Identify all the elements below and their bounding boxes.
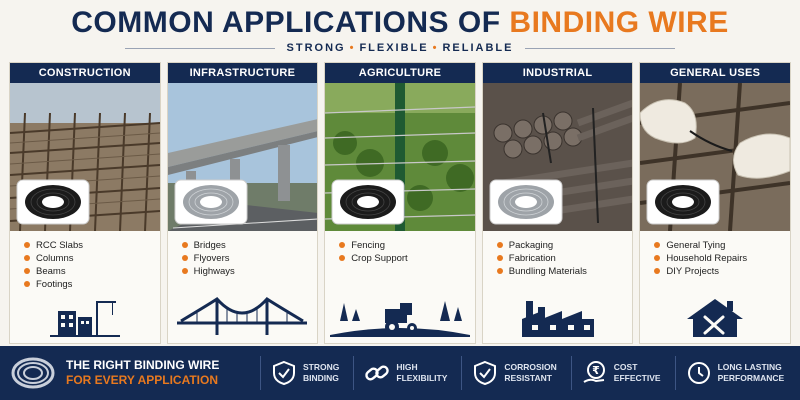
wire-coil-icon <box>331 179 405 225</box>
list-item: Columns <box>24 252 160 265</box>
list-item: Beams <box>24 265 160 278</box>
factory-icon <box>483 297 633 337</box>
footer-banner: THE RIGHT BINDING WIRE FOR EVERY APPLICA… <box>0 346 800 400</box>
card-title: INFRASTRUCTURE <box>167 63 318 83</box>
card-title: CONSTRUCTION <box>10 63 160 83</box>
tractor-farm-icon <box>325 297 475 337</box>
list-item: Footings <box>24 278 160 291</box>
wire-coil-icon <box>646 179 720 225</box>
dot-separator: • <box>349 42 356 54</box>
wire-coil-icon <box>174 179 248 225</box>
chain-link-icon <box>364 360 390 386</box>
industrial-photo <box>482 83 633 231</box>
list-item: Packaging <box>496 239 633 252</box>
tagline: STRONG•FLEXIBLE•RELIABLE <box>0 42 800 54</box>
feature-line2: FLEXIBILITY <box>396 373 448 383</box>
title-accent: BINDING WIRE <box>509 6 729 39</box>
feature-line2: RESISTANT <box>504 373 552 383</box>
feature-line1: COST <box>613 362 638 372</box>
shield-check-icon <box>472 360 498 386</box>
shield-check-icon <box>271 360 297 386</box>
tagline-word: FLEXIBLE <box>359 42 429 54</box>
card-industrial: INDUSTRIAL <box>481 62 634 344</box>
item-list: Bridges Flyovers Highways <box>168 231 318 278</box>
title-main: COMMON APPLICATIONS OF <box>71 6 510 39</box>
card-agriculture: AGRICULTURE <box>324 62 476 344</box>
list-item: Flyovers <box>181 252 318 265</box>
divider <box>124 47 275 49</box>
tagline-word: RELIABLE <box>442 42 514 54</box>
bridge-icon <box>168 297 318 337</box>
feature-line1: STRONG <box>303 362 340 372</box>
infrastructure-photo <box>167 83 318 231</box>
card-infrastructure: INFRASTRUCTURE <box>166 62 319 344</box>
agriculture-photo <box>325 83 475 231</box>
construction-photo <box>10 83 160 231</box>
dot-separator: • <box>432 42 439 54</box>
header: COMMON APPLICATIONS OF BINDING WIRE STRO… <box>0 0 800 62</box>
general-uses-photo <box>640 83 790 231</box>
footer-tagline-line2: FOR EVERY APPLICATION <box>66 373 219 387</box>
card-general-uses: GENERAL USES <box>639 62 791 344</box>
wire-coil-icon <box>10 350 56 396</box>
card-title: GENERAL USES <box>640 63 790 83</box>
item-list: General Tying Household Repairs DIY Proj… <box>640 231 790 278</box>
item-list: Fencing Crop Support <box>325 231 475 265</box>
list-item: Bundling Materials <box>496 265 633 278</box>
page-title: COMMON APPLICATIONS OF BINDING WIRE <box>0 6 800 40</box>
application-cards: CONSTRUCTION <box>9 62 791 344</box>
list-item: Bridges <box>181 239 318 252</box>
card-construction: CONSTRUCTION <box>9 62 161 344</box>
item-list: Packaging Fabrication Bundling Materials <box>483 231 633 278</box>
divider <box>525 47 676 49</box>
item-list: RCC Slabs Columns Beams Footings <box>10 231 160 291</box>
clock-icon <box>686 360 712 386</box>
feature-line2: BINDING <box>303 373 339 383</box>
wire-coil-icon <box>489 179 563 225</box>
svg-text:₹: ₹ <box>592 364 600 377</box>
feature-line2: EFFECTIVE <box>613 373 661 383</box>
list-item: Fabrication <box>496 252 633 265</box>
footer-tagline-line1: THE RIGHT BINDING WIRE <box>66 358 220 372</box>
feature-line1: HIGH <box>396 362 418 372</box>
list-item: DIY Projects <box>654 265 790 278</box>
card-title: INDUSTRIAL <box>482 63 633 83</box>
wire-coil-icon <box>16 179 90 225</box>
feature-line1: LONG LASTING <box>717 362 782 372</box>
list-item: RCC Slabs <box>24 239 160 252</box>
construction-site-icon <box>10 297 160 337</box>
tagline-word: STRONG <box>286 42 346 54</box>
list-item: Fencing <box>339 239 475 252</box>
feature-line2: PERFORMANCE <box>717 373 785 383</box>
list-item: Household Repairs <box>654 252 790 265</box>
feature-line1: CORROSION <box>504 362 557 372</box>
footer-tagline: THE RIGHT BINDING WIRE FOR EVERY APPLICA… <box>66 358 246 388</box>
card-title: AGRICULTURE <box>325 63 475 83</box>
rupee-hand-icon: ₹ <box>582 360 608 386</box>
list-item: Highways <box>181 265 318 278</box>
list-item: Crop Support <box>339 252 475 265</box>
house-tools-icon <box>640 297 790 337</box>
list-item: General Tying <box>654 239 790 252</box>
